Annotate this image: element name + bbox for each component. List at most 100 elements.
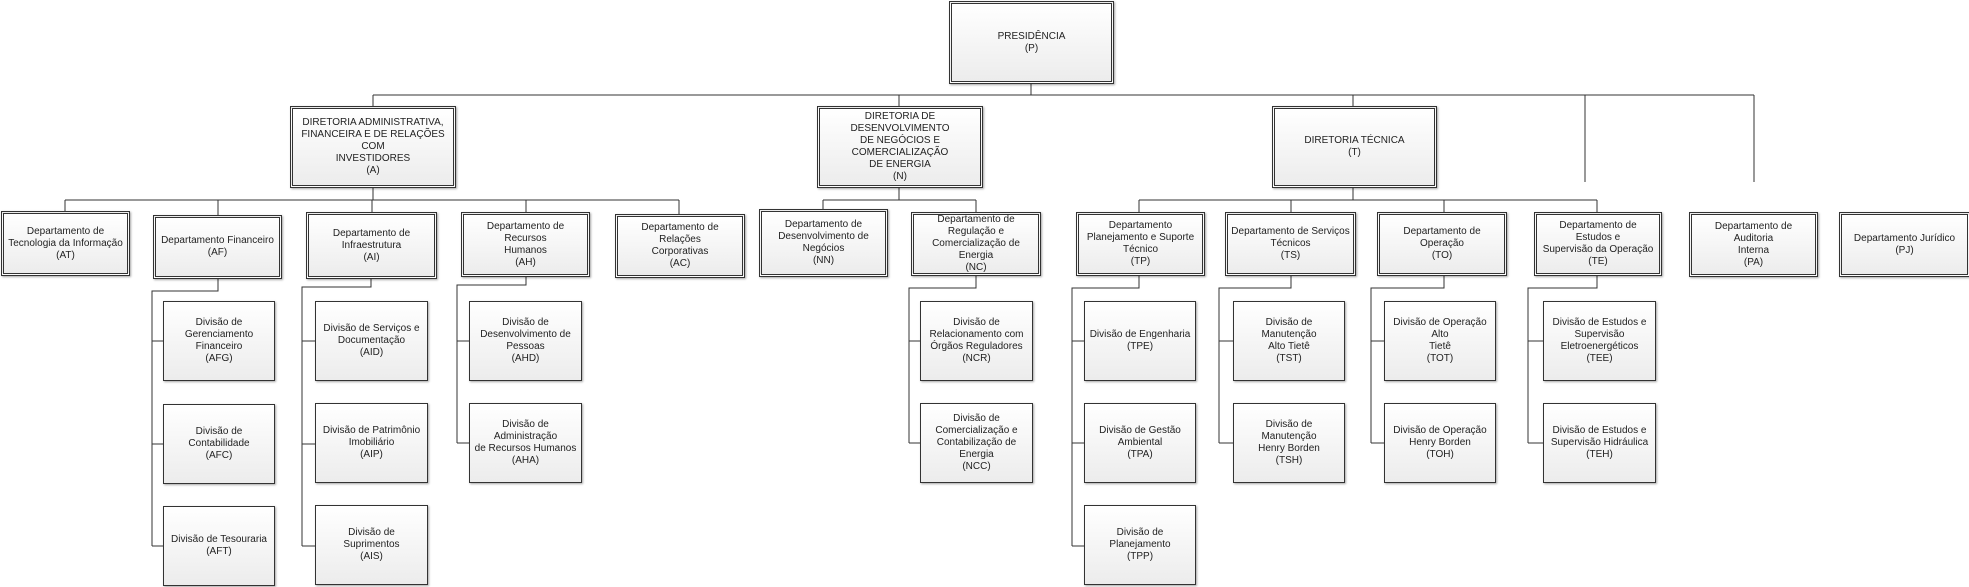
org-box-div-tpp[interactable]: Divisão de Planejamento(TPP) [1084, 505, 1196, 585]
org-box-code: (TP) [1130, 256, 1151, 267]
org-box-name: Departamento Financeiro [161, 235, 274, 246]
org-box-code: (AHD) [511, 353, 540, 364]
org-box-name: Departamento de Serviços Técnicos [1231, 226, 1350, 249]
org-box-code: (PJ) [1895, 244, 1914, 256]
org-box-name: Departamento de Recursos Humanos [486, 220, 565, 256]
org-box-name: Divisão de Tesouraria [171, 534, 267, 545]
org-box-div-tpa[interactable]: Divisão de Gestão Ambiental(TPA) [1084, 403, 1196, 483]
org-box-code: (AFC) [205, 450, 233, 461]
org-box-div-ncr[interactable]: Divisão de Relacionamento com Órgãos Reg… [920, 301, 1033, 381]
org-box-name: Departamento de Tecnologia da Informação [8, 225, 123, 249]
org-box-name: Divisão de Desenvolvimento de Pessoas [480, 317, 571, 352]
org-box-name: Divisão de Operação Henry Borden [1393, 425, 1487, 448]
org-box-div-teh[interactable]: Divisão de Estudos e Supervisão Hidráuli… [1543, 403, 1656, 483]
org-box-code: (AIS) [360, 551, 383, 562]
org-box-dept-to[interactable]: Departamento de Operação(TO) [1377, 212, 1507, 276]
org-box-div-tsh[interactable]: Divisão de Manutenção Henry Borden(TSH) [1233, 403, 1345, 483]
org-box-code: (AI) [363, 251, 380, 263]
org-box-dept-ts[interactable]: Departamento de Serviços Técnicos(TS) [1225, 212, 1356, 276]
org-box-diretoria-t[interactable]: DIRETORIA TÉCNICA(T) [1272, 106, 1437, 188]
org-box-code: (TOT) [1426, 353, 1454, 364]
org-box-div-aft[interactable]: Divisão de Tesouraria(AFT) [163, 506, 275, 586]
org-box-name: Divisão de Engenharia [1089, 329, 1191, 340]
org-box-code: (TPA) [1127, 449, 1153, 460]
org-box-div-ais[interactable]: Divisão de Suprimentos(AIS) [315, 505, 428, 585]
org-box-presidencia[interactable]: PRESIDÊNCIA(P) [949, 1, 1114, 84]
org-box-name: PRESIDÊNCIA [997, 30, 1066, 42]
org-box-name: Divisão de Gerenciamento Financeiro [184, 317, 254, 352]
org-box-code: (N) [893, 171, 907, 182]
org-box-name: Departamento de Relações Corporativas [641, 222, 719, 257]
org-box-div-ahd[interactable]: Divisão de Desenvolvimento de Pessoas(AH… [469, 301, 582, 381]
org-box-dept-ac[interactable]: Departamento de Relações Corporativas(AC… [615, 214, 745, 278]
org-box-dept-at[interactable]: Departamento de Tecnologia da Informação… [1, 211, 130, 276]
org-box-div-afg[interactable]: Divisão de Gerenciamento Financeiro(AFG) [163, 301, 275, 381]
org-box-name: Divisão de Planejamento [1109, 527, 1171, 550]
org-box-name: Departamento Jurídico [1853, 232, 1956, 244]
org-box-dept-tp[interactable]: Departamento Planejamento e Suporte Técn… [1076, 212, 1205, 276]
org-box-name: Divisão de Relacionamento com Órgãos Reg… [929, 317, 1024, 352]
org-box-code: (AF) [207, 247, 228, 258]
org-box-name: Departamento de Operação [1403, 226, 1481, 249]
org-box-name: Divisão de Patrimônio Imobiliário [322, 425, 421, 448]
org-box-dept-nc[interactable]: Departamento de Regulação e Comercializa… [911, 212, 1041, 276]
org-box-juridico[interactable]: Departamento Jurídico(PJ) [1839, 212, 1969, 277]
org-box-name: Departamento de Infraestrutura [332, 227, 411, 251]
org-box-code: (TO) [1431, 250, 1453, 261]
org-box-diretoria-a[interactable]: DIRETORIA ADMINISTRATIVA, FINANCEIRA E D… [290, 106, 456, 188]
org-box-name: Divisão de Comercialização e Contabiliza… [935, 413, 1018, 460]
org-box-name: Departamento de Estudos e Supervisão da … [1542, 220, 1654, 255]
org-box-code: (T) [1348, 147, 1361, 158]
org-box-div-tot[interactable]: Divisão de Operação Alto Tietê(TOT) [1384, 301, 1496, 381]
org-box-code: (AHA) [511, 455, 540, 466]
org-box-div-aha[interactable]: Divisão de Administração de Recursos Hum… [469, 403, 582, 483]
org-box-code: (TE) [1588, 256, 1608, 267]
org-box-code: (PA) [1743, 256, 1764, 268]
org-box-code: (AFT) [206, 546, 232, 557]
org-box-name: DIRETORIA TÉCNICA [1304, 135, 1405, 146]
org-box-name: Divisão de Gestão Ambiental [1099, 425, 1181, 448]
org-box-code: (TEE) [1586, 353, 1613, 364]
org-box-code: (AC) [669, 258, 691, 269]
org-box-div-aid[interactable]: Divisão de Serviços e Documentação(AID) [315, 301, 428, 381]
org-box-dept-ah[interactable]: Departamento de Recursos Humanos(AH) [461, 212, 590, 277]
org-box-code: (P) [1024, 42, 1039, 54]
org-box-div-aip[interactable]: Divisão de Patrimônio Imobiliário(AIP) [315, 403, 428, 483]
org-box-diretoria-n[interactable]: DIRETORIA DE DESENVOLVIMENTO DE NEGÓCIOS… [817, 106, 983, 188]
org-box-div-tst[interactable]: Divisão de Manutenção Alto Tietê(TST) [1233, 301, 1345, 381]
org-box-dept-af[interactable]: Departamento Financeiro(AF) [153, 215, 282, 279]
org-box-code: (TS) [1280, 250, 1301, 261]
org-box-name: DIRETORIA DE DESENVOLVIMENTO DE NEGÓCIOS… [850, 111, 950, 170]
org-box-code: (TEH) [1586, 449, 1613, 460]
org-box-code: (TOH) [1426, 449, 1454, 460]
org-box-dept-te[interactable]: Departamento de Estudos e Supervisão da … [1534, 212, 1662, 276]
org-box-name: Departamento de Auditoria Interna [1714, 220, 1793, 256]
org-box-code: (AH) [515, 256, 536, 268]
org-box-name: Divisão de Contabilidade [188, 426, 250, 449]
org-box-code: (TPE) [1126, 341, 1154, 352]
org-box-code: (AIP) [360, 449, 383, 460]
org-box-code: (NCC) [962, 461, 991, 472]
org-box-name: Divisão de Operação Alto Tietê [1393, 317, 1487, 352]
org-box-div-ncc[interactable]: Divisão de Comercialização e Contabiliza… [920, 403, 1033, 483]
org-box-code: (AFG) [205, 353, 233, 364]
org-box-name: Divisão de Estudos e Supervisão Hidráuli… [1550, 425, 1649, 448]
org-box-dept-nn[interactable]: Departamento de Desenvolvimento de Negóc… [759, 209, 888, 277]
org-box-div-tee[interactable]: Divisão de Estudos e Supervisão Eletroen… [1543, 301, 1656, 381]
org-box-div-afc[interactable]: Divisão de Contabilidade(AFC) [163, 404, 275, 484]
org-box-name: Divisão de Serviços e Documentação [323, 323, 420, 346]
org-box-name: Divisão de Manutenção Henry Borden [1258, 419, 1320, 454]
org-box-name: Divisão de Administração de Recursos Hum… [474, 419, 577, 454]
org-box-dept-ai[interactable]: Departamento de Infraestrutura(AI) [306, 212, 437, 279]
org-box-code: (NCR) [962, 353, 991, 364]
org-box-code: (TPP) [1126, 551, 1154, 562]
org-box-code: (AT) [56, 249, 75, 261]
org-box-code: (NN) [812, 255, 835, 266]
org-box-div-tpe[interactable]: Divisão de Engenharia(TPE) [1084, 301, 1196, 381]
org-box-name: Departamento Planejamento e Suporte Técn… [1086, 220, 1195, 255]
org-box-div-toh[interactable]: Divisão de Operação Henry Borden(TOH) [1384, 403, 1496, 483]
org-box-auditoria[interactable]: Departamento de Auditoria Interna(PA) [1689, 212, 1818, 277]
org-box-code: (NC) [965, 262, 987, 273]
org-box-code: (AID) [359, 347, 384, 358]
